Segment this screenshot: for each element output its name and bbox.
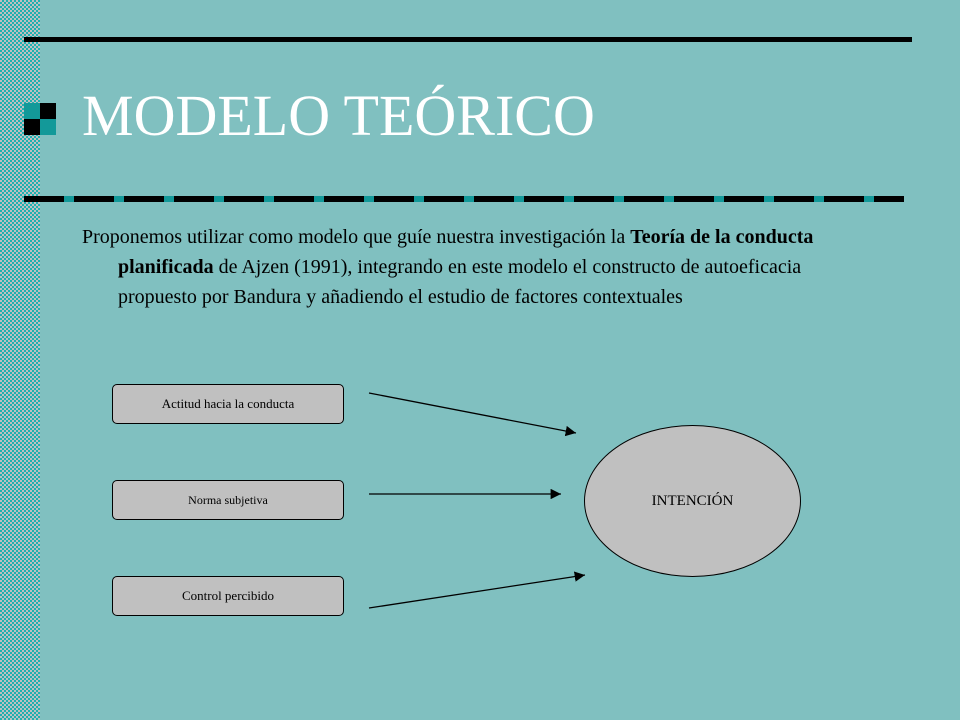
body-text-post: de Ajzen (1991), integrando en este mode… (118, 256, 802, 308)
square-bullet-icon (24, 103, 56, 135)
norm-box: Norma subjetiva (112, 480, 344, 520)
attitude-arrow (368, 392, 577, 437)
attitude-box: Actitud hacia la conducta (112, 384, 344, 424)
norm-label: Norma subjetiva (188, 492, 268, 507)
dashed-divider (24, 196, 904, 202)
control-arrow (368, 571, 586, 609)
control-box: Control percibido (112, 576, 344, 616)
intention-label: INTENCIÓN (651, 492, 734, 509)
control-label: Control percibido (181, 588, 275, 603)
body-text-pre: Proponemos utilizar como modelo que guíe… (82, 226, 631, 248)
body-text-theory: Teoría de la conducta planificada (118, 226, 814, 278)
attitude-label: Actitud hacia la conducta (161, 396, 295, 411)
top-rule (24, 37, 912, 42)
slide-title: MODELO TEÓRICO (82, 83, 595, 148)
intention-ellipse: INTENCIÓN (584, 425, 801, 577)
body-paragraph: Proponemos utilizar como modelo que guíe… (82, 222, 882, 312)
